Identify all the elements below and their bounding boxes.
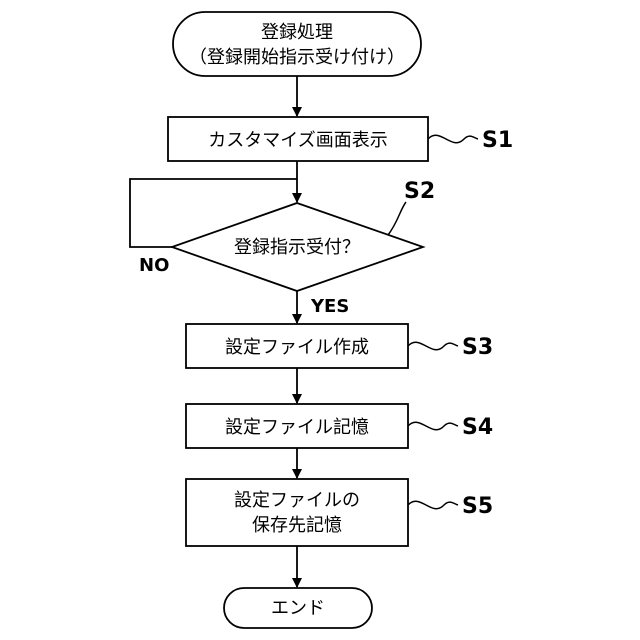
process-box-s1-label: カスタマイズ画面表示 — [208, 130, 387, 151]
process-box-s5-label-line2: 保存先記憶 — [252, 515, 342, 536]
step-label-s5: S5 — [462, 494, 493, 519]
process-box-s5-label-line1: 設定ファイルの — [234, 490, 360, 511]
leader-line-s2 — [388, 202, 406, 235]
yes-branch-label: YES — [310, 296, 349, 317]
decision-diamond-s2-label: 登録指示受付？ — [234, 237, 360, 258]
end-terminal: エンド — [224, 588, 372, 628]
leader-line-s1 — [428, 135, 478, 143]
process-box-s3-label: 設定ファイル作成 — [225, 337, 369, 358]
step-label-s3: S3 — [462, 335, 493, 360]
leader-line-s5 — [408, 501, 458, 509]
leader-line-s3 — [408, 342, 458, 350]
start-terminal-label-line1: 登録処理 — [261, 22, 333, 43]
process-box-s4-label: 設定ファイル記憶 — [225, 417, 369, 438]
end-terminal-label: エンド — [271, 598, 325, 619]
process-box-s5: 設定ファイルの 保存先記憶 — [186, 479, 408, 546]
process-box-s4: 設定ファイル記憶 — [186, 404, 408, 448]
no-branch-label: NO — [139, 255, 169, 276]
step-label-s2: S2 — [404, 179, 435, 204]
process-box-s1: カスタマイズ画面表示 — [168, 117, 428, 161]
decision-diamond-s2: 登録指示受付？ — [172, 203, 423, 291]
step-label-s1: S1 — [482, 128, 513, 153]
leader-line-s4 — [408, 422, 458, 430]
start-terminal-label-line2: （登録開始指示受け付け） — [189, 47, 405, 68]
step-label-s4: S4 — [462, 415, 493, 440]
start-terminal: 登録処理 （登録開始指示受け付け） — [173, 12, 421, 76]
process-box-s3: 設定ファイル作成 — [186, 324, 408, 368]
